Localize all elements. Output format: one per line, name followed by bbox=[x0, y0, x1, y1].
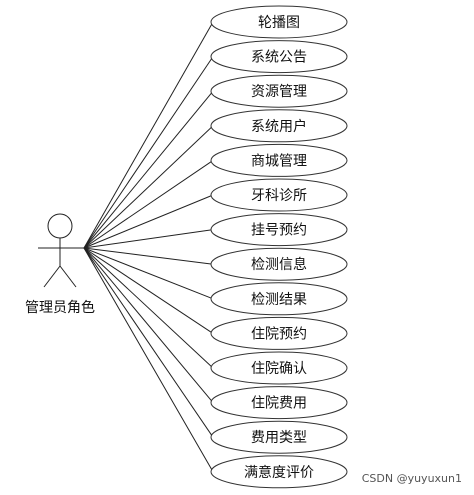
association-line bbox=[83, 247, 214, 300]
use-case-ellipse bbox=[210, 213, 348, 247]
use-case-label: 住院费用 bbox=[251, 396, 307, 412]
use-case-label: 费用类型 bbox=[251, 430, 307, 446]
use-case-list: 轮播图系统公告资源管理系统用户商城管理牙科诊所挂号预约检测信息检测结果住院预约住… bbox=[210, 5, 348, 489]
use-case: 挂号预约 bbox=[210, 213, 348, 247]
association-line bbox=[83, 247, 214, 438]
use-case-ellipse bbox=[210, 5, 348, 39]
use-case-label: 系统公告 bbox=[251, 50, 307, 66]
use-case-ellipse bbox=[210, 420, 348, 454]
use-case-label: 检测信息 bbox=[251, 256, 307, 273]
use-case-label: 系统用户 bbox=[251, 118, 307, 135]
association-line bbox=[83, 247, 214, 403]
use-case-label: 挂号预约 bbox=[251, 223, 307, 239]
association-line bbox=[83, 194, 214, 249]
use-case: 资源管理 bbox=[210, 74, 348, 108]
association-line bbox=[83, 247, 214, 334]
use-case: 住院预约 bbox=[210, 316, 348, 350]
use-case: 系统用户 bbox=[210, 109, 348, 143]
association-line bbox=[83, 21, 214, 249]
use-case-ellipse bbox=[210, 386, 348, 420]
association-line bbox=[83, 247, 214, 369]
use-case-label: 满意度评价 bbox=[244, 464, 314, 481]
use-case: 满意度评价 bbox=[210, 455, 348, 489]
use-case: 牙科诊所 bbox=[210, 178, 348, 212]
use-case: 住院确认 bbox=[210, 351, 348, 385]
association-line bbox=[83, 125, 214, 249]
use-case: 费用类型 bbox=[210, 420, 348, 454]
actor: 管理员角色 bbox=[25, 213, 95, 316]
association-line bbox=[83, 247, 214, 265]
use-case: 系统公告 bbox=[210, 40, 348, 74]
use-case-label: 检测结果 bbox=[251, 292, 307, 308]
watermark-text: CSDN @yuyuxun1 bbox=[362, 472, 462, 485]
use-case-ellipse bbox=[210, 282, 348, 316]
use-case-ellipse bbox=[210, 74, 348, 108]
use-case: 轮播图 bbox=[210, 5, 348, 39]
use-case-ellipse bbox=[210, 109, 348, 143]
use-case-label: 住院确认 bbox=[251, 361, 307, 377]
actor-right-leg bbox=[59, 265, 77, 288]
use-case: 住院费用 bbox=[210, 386, 348, 420]
association-line bbox=[83, 247, 214, 473]
use-case-ellipse bbox=[210, 247, 348, 281]
association-lines bbox=[83, 21, 214, 473]
use-case: 检测结果 bbox=[210, 282, 348, 316]
use-case-ellipse bbox=[210, 143, 348, 177]
association-line bbox=[83, 159, 214, 249]
use-case: 检测信息 bbox=[210, 247, 348, 281]
actor-head bbox=[47, 213, 73, 239]
association-line bbox=[83, 56, 214, 249]
use-case-label: 商城管理 bbox=[251, 153, 307, 169]
use-case-ellipse bbox=[210, 178, 348, 212]
association-line bbox=[83, 229, 214, 249]
use-case-ellipse bbox=[210, 351, 348, 385]
use-case-ellipse bbox=[210, 455, 348, 489]
use-case: 商城管理 bbox=[210, 143, 348, 177]
actor-label: 管理员角色 bbox=[25, 299, 95, 316]
use-case-ellipse bbox=[210, 40, 348, 74]
use-case-label: 住院预约 bbox=[251, 326, 307, 342]
use-case-label: 轮播图 bbox=[258, 15, 300, 31]
actor-left-leg bbox=[43, 265, 61, 288]
use-case-label: 牙科诊所 bbox=[251, 188, 307, 204]
use-case-label: 资源管理 bbox=[251, 84, 307, 100]
association-line bbox=[83, 90, 214, 249]
use-case-ellipse bbox=[210, 316, 348, 350]
